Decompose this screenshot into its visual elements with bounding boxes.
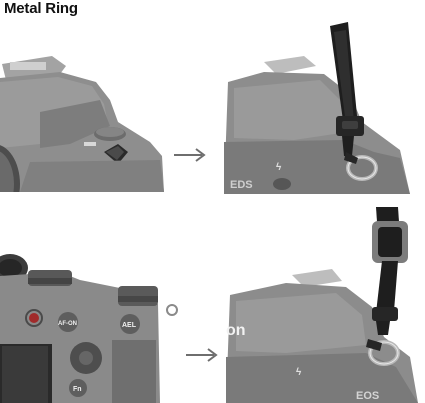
arrow-right-icon bbox=[174, 148, 206, 162]
page-title: Metal Ring bbox=[4, 0, 78, 17]
flash-symbol: ϟ bbox=[276, 162, 282, 173]
flash-symbol: ϟ bbox=[296, 367, 302, 378]
photo-camera-bottom-before: AF-ON AEL Fn bbox=[0, 248, 190, 403]
ael-button-label: AEL bbox=[122, 322, 137, 329]
photo-camera-bottom-after: on ϟ EOS bbox=[226, 207, 422, 403]
af-on-button-label: AF-ON bbox=[58, 321, 77, 327]
photo-camera-top-after: EDS ϟ bbox=[224, 22, 420, 194]
fn-button-label: Fn bbox=[73, 386, 82, 393]
lens-mark-text: EOS bbox=[356, 390, 379, 402]
arrow-right-icon bbox=[186, 348, 218, 362]
photo-camera-top-before bbox=[0, 52, 168, 192]
brand-fragment-text: on bbox=[226, 322, 246, 339]
lens-mark-text: EDS bbox=[230, 179, 253, 191]
